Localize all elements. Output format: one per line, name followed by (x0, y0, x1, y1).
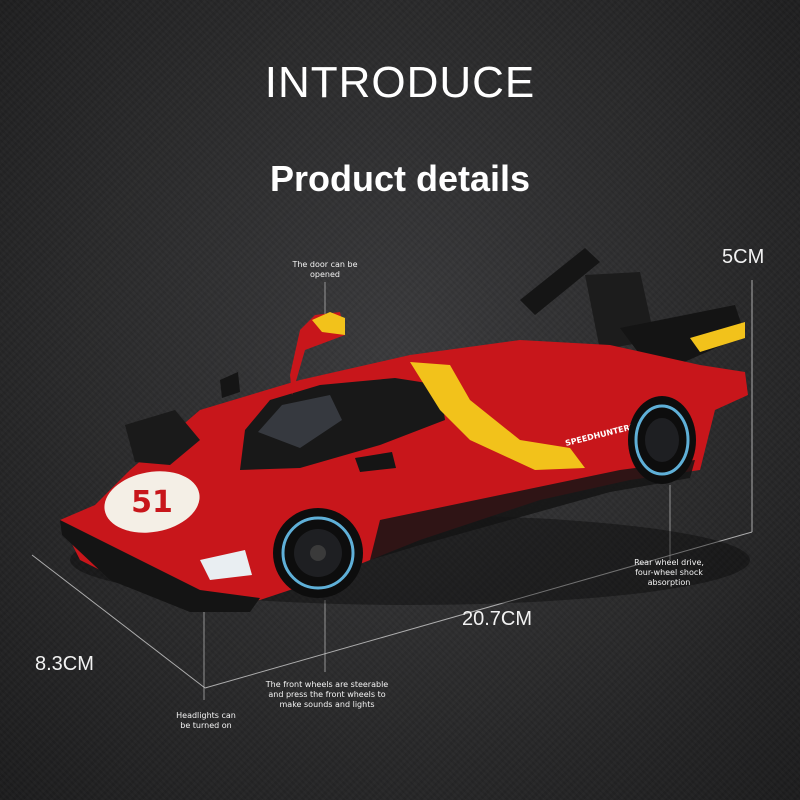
rear-wheel-note-line-2: four-wheel shock (635, 568, 703, 577)
front-wheel (273, 508, 363, 598)
width-dimension-label: 8.3CM (35, 653, 94, 675)
page-title: INTRODUCE (264, 58, 536, 107)
front-wheels-note-line-1: The front wheels are steerable (265, 680, 389, 689)
length-dimension-line (204, 531, 753, 689)
door-note-line-2: opened (310, 270, 340, 279)
height-dimension-label: 5CM (722, 246, 765, 268)
open-door (290, 312, 345, 395)
dimension-lines (31, 280, 753, 689)
number-roundel: 51 (104, 471, 200, 533)
car-body (60, 340, 748, 612)
front-wheels-note-line-3: make sounds and lights (279, 700, 375, 709)
car-number-label: 51 (131, 485, 173, 520)
door-note: The door can be opened (285, 260, 365, 280)
rear-wheel-note: Rear wheel drive, four-wheel shock absor… (624, 558, 714, 588)
headlight (200, 550, 252, 580)
callout-lines (203, 282, 671, 700)
rear-wheel-note-line-1: Rear wheel drive, (634, 558, 704, 567)
front-wheels-note: The front wheels are steerable and press… (252, 680, 402, 710)
headlights-note-line-2: be turned on (180, 721, 232, 730)
headlights-note-line-1: Headlights can (176, 711, 236, 720)
width-dimension-line (31, 554, 206, 689)
rear-wheel-note-line-3: absorption (647, 578, 691, 587)
front-wheels-note-line-2: and press the front wheels to (268, 690, 386, 699)
door-note-line-1: The door can be (292, 260, 358, 269)
yellow-stripe (410, 362, 585, 470)
rear-wheel (628, 396, 696, 484)
headlights-note: Headlights can be turned on (166, 711, 246, 731)
length-dimension-label: 20.7CM (462, 608, 533, 630)
page-subtitle: Product details (269, 158, 531, 199)
